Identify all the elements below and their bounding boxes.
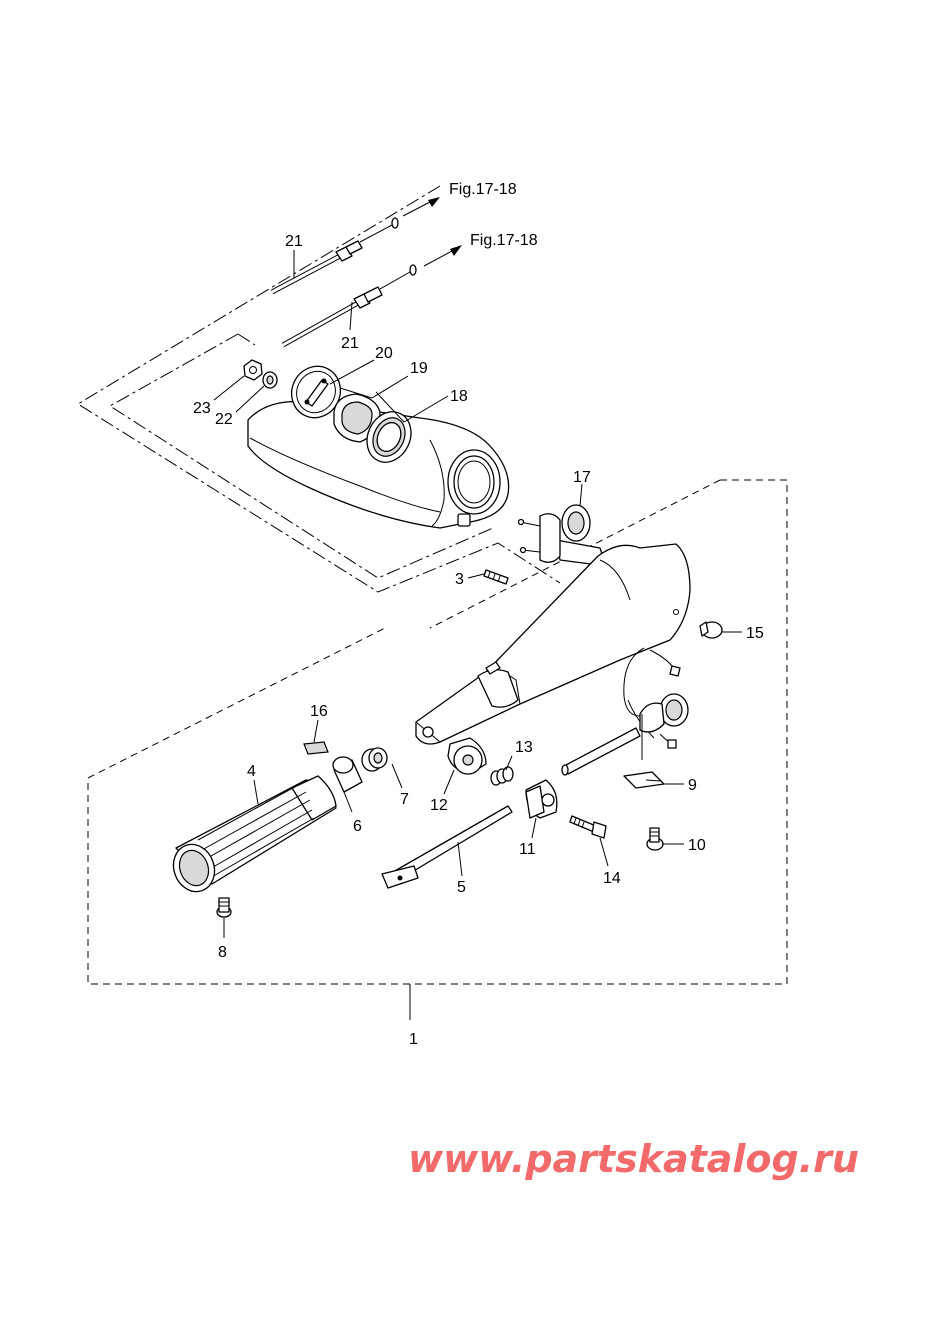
spring: [490, 766, 514, 786]
callout-19[interactable]: 19: [410, 360, 428, 377]
tiller-arm: [415, 543, 691, 745]
clamp-bolt: [569, 815, 607, 839]
throttle-rod: [381, 805, 513, 889]
callout-21-lower[interactable]: 21: [341, 335, 359, 352]
callout-9[interactable]: 9: [688, 777, 697, 794]
stud-bolt: [483, 569, 509, 585]
callout-21-upper[interactable]: 21: [285, 233, 303, 250]
callout-12[interactable]: 12: [430, 797, 448, 814]
callout-23[interactable]: 23: [193, 400, 211, 417]
callout-6[interactable]: 6: [353, 818, 362, 835]
stop-switch: [561, 647, 689, 776]
callout-3[interactable]: 3: [455, 571, 464, 588]
callout-4[interactable]: 4: [247, 763, 256, 780]
callout-5[interactable]: 5: [457, 879, 466, 896]
lock-plate: [623, 771, 665, 789]
callout-16[interactable]: 16: [310, 703, 328, 720]
callout-8[interactable]: 8: [218, 944, 227, 961]
callout-15[interactable]: 15: [746, 625, 764, 642]
throttle-grip: [172, 775, 337, 893]
cable-upper: [270, 217, 399, 295]
bushing: [361, 747, 388, 772]
callout-20[interactable]: 20: [375, 345, 393, 362]
reference-label-bottom[interactable]: Fig.17-18: [470, 232, 538, 249]
callout-7[interactable]: 7: [400, 791, 409, 808]
cable-lower: [281, 264, 417, 348]
label-sticker: [303, 741, 329, 755]
watermark-url: www.partskatalog.ru: [408, 1137, 859, 1181]
grip-screw: [216, 897, 232, 918]
callout-17[interactable]: 17: [573, 469, 591, 486]
reference-arrow-top: [402, 197, 440, 217]
callout-11[interactable]: 11: [519, 841, 536, 858]
cap-plug: [699, 621, 723, 639]
upper-assembly-boundary: [77, 185, 561, 593]
reference-label-top[interactable]: Fig.17-18: [449, 181, 517, 198]
tiller-bracket-housing: [247, 400, 510, 529]
callout-14[interactable]: 14: [603, 870, 621, 887]
callout-13[interactable]: 13: [515, 739, 533, 756]
seal-ring: [366, 411, 412, 463]
callout-numbers: 21 21 20 19 18 23 22 17 3 15 16 4 7 6 12…: [193, 233, 764, 1048]
washer: [262, 371, 278, 389]
leader-lines: [213, 250, 742, 938]
reference-arrow-bottom: [423, 245, 462, 267]
callout-22[interactable]: 22: [215, 411, 233, 428]
nut: [243, 359, 263, 381]
sleeve: [332, 756, 363, 793]
plate-screw: [646, 827, 664, 851]
friction-block: [447, 737, 487, 775]
callout-10[interactable]: 10: [688, 837, 706, 854]
callout-18[interactable]: 18: [450, 388, 468, 405]
tiller-shaft: [517, 504, 607, 567]
callout-1[interactable]: 1: [409, 1031, 418, 1048]
clamp: [525, 779, 558, 819]
